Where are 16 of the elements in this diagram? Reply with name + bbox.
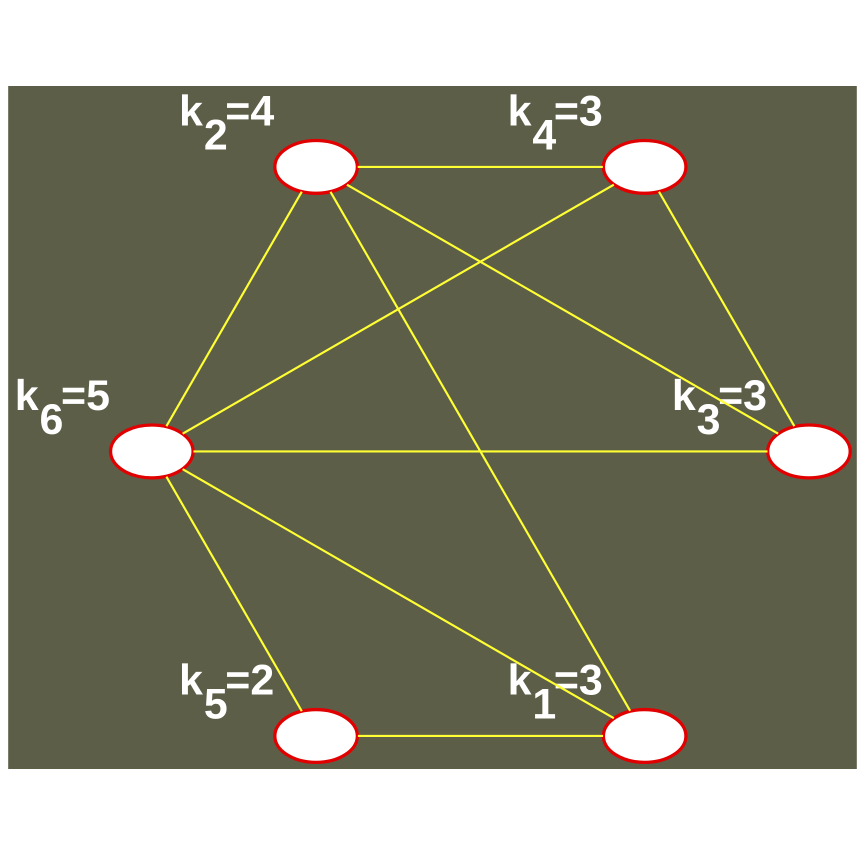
- connector: [346, 184, 779, 435]
- connector: [165, 476, 303, 712]
- connector: [182, 468, 614, 720]
- node-circle: [273, 138, 360, 195]
- node-circle: [602, 138, 688, 195]
- node-circle: [602, 708, 688, 764]
- connector: [358, 166, 603, 168]
- connector: [358, 734, 604, 738]
- connector: [165, 191, 303, 427]
- node-circle: [273, 708, 360, 764]
- node-circle: [766, 423, 852, 480]
- connector: [182, 184, 614, 435]
- node-circle: [108, 423, 195, 480]
- connector: [193, 450, 768, 452]
- connector: [330, 191, 632, 712]
- connector: [658, 191, 796, 427]
